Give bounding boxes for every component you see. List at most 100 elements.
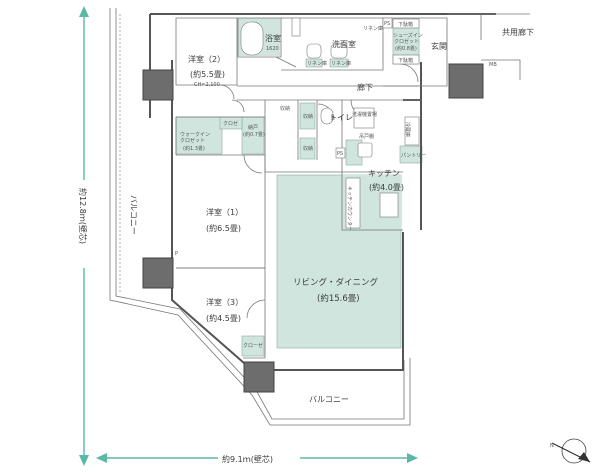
toilet-wall xyxy=(264,100,343,175)
room2-size: (約5.5畳) xyxy=(190,69,225,79)
kitchen-counter xyxy=(345,177,361,229)
compass-north: N xyxy=(550,443,554,449)
entrance-label: 玄関 xyxy=(431,41,447,51)
hallway-wall xyxy=(237,85,421,101)
shared-corridor-wall xyxy=(447,13,530,80)
room1-door xyxy=(243,154,263,174)
wash-machine-fixture xyxy=(353,107,375,129)
horizontal-arrow-left xyxy=(96,453,107,463)
ps1-label: PS xyxy=(384,21,390,27)
toilet-fixture xyxy=(320,107,334,125)
bath-name: 浴室 xyxy=(265,33,281,43)
linen2-fill xyxy=(329,58,349,68)
shoes-closet-line2: クロゼット xyxy=(394,38,419,45)
room1-name: 洋室（1） xyxy=(206,207,243,217)
wic-label-line2: クロゼット xyxy=(180,137,205,144)
toilet-label: トイレ xyxy=(329,113,353,122)
shoes-closet-line1: シューズイン xyxy=(393,32,423,39)
kitchen-shelf-label: 吊戸棚 xyxy=(359,133,374,140)
compass-arrow xyxy=(578,452,590,462)
column-right xyxy=(448,63,484,99)
linen1-fill xyxy=(305,58,323,68)
ps-box-2 xyxy=(335,147,346,159)
bath-size: 1620 xyxy=(266,46,279,52)
kitchen-wall xyxy=(341,175,403,231)
shoebox-top-label: 下駄箱 xyxy=(398,21,413,28)
fridge-label: 冷蔵庫 xyxy=(404,122,411,137)
nando-label: 納戸 xyxy=(248,124,258,131)
room2-door xyxy=(219,84,235,100)
compass xyxy=(551,438,591,464)
kitchen-sink xyxy=(357,142,373,158)
ps-box-1 xyxy=(382,17,393,29)
balcony-left-label: バルコニー xyxy=(129,195,138,235)
bathtub xyxy=(240,21,264,56)
toilet-storage-1 xyxy=(299,102,316,130)
horizontal-label-bg xyxy=(218,450,300,466)
kitchen-name: キッチン xyxy=(368,169,400,178)
balcony-left-outline xyxy=(109,8,411,426)
room3-closet-label: クローゼ xyxy=(243,342,263,349)
balcony-bottom-label: バルコニー xyxy=(309,395,349,404)
column-top-left xyxy=(142,69,174,101)
room3-size: (約4.5畳) xyxy=(206,313,241,323)
wic-wall xyxy=(175,116,265,155)
shoebox-bottom-box xyxy=(392,54,420,65)
entrance-door xyxy=(399,63,419,83)
vertical-dimension-label: 約12.8ｍ(壁芯) xyxy=(78,188,88,244)
compass-circle xyxy=(561,438,587,464)
shoebox-top-box xyxy=(392,18,420,29)
room2-name: 洋室（2） xyxy=(188,54,225,64)
column-bottom xyxy=(243,361,275,393)
ps2-label: PS xyxy=(337,151,343,157)
wash-machine-label: 洗濯機置場 xyxy=(352,111,377,118)
wic-size: (約1.3畳) xyxy=(183,145,205,152)
fridge-fixture xyxy=(404,116,420,146)
linen2-label: リネン庫 xyxy=(331,60,351,67)
living-size: (約15.6畳) xyxy=(317,293,360,304)
living-name: リビング・ダイニング xyxy=(293,277,379,288)
mb-label: MB xyxy=(489,62,497,68)
r3-closet-fill xyxy=(241,335,265,357)
washbasin-2 xyxy=(330,43,348,59)
washroom-wall xyxy=(281,17,384,71)
kitchen-door-swing xyxy=(231,99,245,113)
nando-size: (約0.7畳) xyxy=(243,131,265,138)
shoebox-bottom-label: 下駄箱 xyxy=(398,57,413,64)
room3-wall xyxy=(176,267,266,359)
counter-label: キッチンカウンター xyxy=(346,186,353,231)
shelf-1 xyxy=(291,17,301,37)
wic-label-line1: ウォークイン xyxy=(180,131,210,138)
pantry-label: パントリー xyxy=(401,153,426,159)
kitchen-size: (約4.0畳) xyxy=(369,182,404,192)
shared-hallway-label: 共用廊下 xyxy=(502,27,534,37)
storage-b-label: 収納 xyxy=(303,145,313,152)
horizontal-arrow-right xyxy=(407,453,418,463)
storage-a-label: 収納 xyxy=(303,113,313,120)
linen3-label: リネン庫 xyxy=(363,25,383,32)
room1-size: (約6.5畳) xyxy=(206,223,241,233)
storage-c-label: 収納 xyxy=(280,105,290,112)
room3-name: 洋室（3） xyxy=(206,297,243,307)
horizontal-dimension-label: 約9.1ｍ(壁芯) xyxy=(222,454,273,464)
washroom-label: 洗面室 xyxy=(332,39,356,49)
entrance-wall xyxy=(383,17,448,87)
vertical-label-bg xyxy=(76,180,92,268)
linen1-label: リネン庫 xyxy=(307,60,327,67)
shoes-closet-size: (約0.8畳) xyxy=(395,45,417,52)
toilet-storage-2 xyxy=(299,137,316,160)
washbasin-1 xyxy=(306,43,322,59)
column-mid-left xyxy=(142,257,174,289)
closet-label: クロゼ xyxy=(223,120,238,127)
room3-door xyxy=(246,299,266,319)
room2-wall xyxy=(175,17,238,86)
vertical-arrow-bottom xyxy=(79,455,89,466)
room2-ceiling: CH=2,100 xyxy=(194,82,220,88)
bath-door xyxy=(275,56,297,68)
bath-wall xyxy=(237,17,282,58)
kitchen-stove xyxy=(379,192,399,218)
hallway-label: 廊下 xyxy=(357,82,373,92)
corner-p-label: P xyxy=(175,251,178,257)
vertical-arrow-top xyxy=(79,6,89,17)
